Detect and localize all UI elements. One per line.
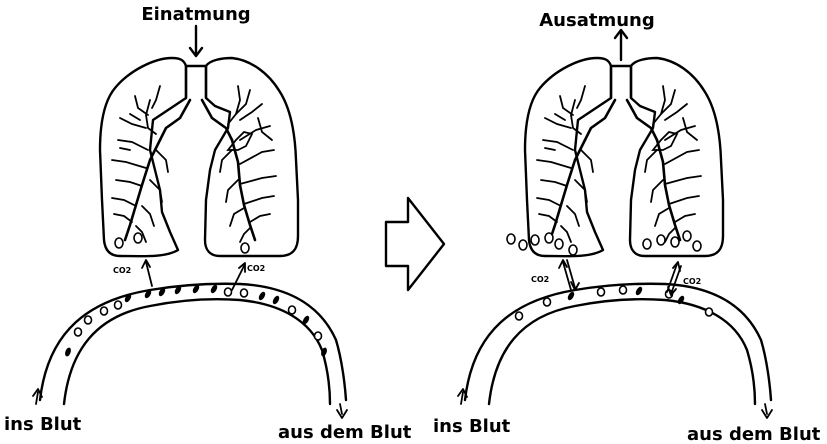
co2-label: CO2 <box>113 266 131 275</box>
blood-out-label: aus dem Blut <box>687 424 821 444</box>
co2-label: CO2 <box>683 277 701 286</box>
left-lungs-illustration <box>100 58 298 256</box>
right-alveolus-bubbles <box>507 231 701 255</box>
blood-out-arrow-icon <box>762 404 772 418</box>
transition-arrow-icon <box>386 198 444 290</box>
blood-out-label: aus dem Blut <box>278 422 412 443</box>
left-blood-cells <box>65 285 327 357</box>
inhale-arrow-icon <box>190 26 202 56</box>
inhalation-label: Einatmung <box>141 4 250 25</box>
blood-in-label: ins Blut <box>4 414 82 435</box>
right-lungs-illustration <box>525 58 723 256</box>
alveolus-bubble <box>115 238 123 248</box>
left-panel-inhalation: Einatmung <box>4 4 412 443</box>
blood-out-arrow-icon <box>337 404 347 418</box>
left-blood-vessel <box>40 284 346 404</box>
alveolus-bubble <box>134 233 142 243</box>
alveolus-bubble <box>241 243 249 253</box>
co2-label: CO2 <box>531 275 549 284</box>
exhalation-label: Ausatmung <box>539 10 654 31</box>
exhale-arrow-icon <box>615 30 627 60</box>
right-panel-exhalation: Ausatmung CO2 CO2 <box>433 10 821 444</box>
co2-label: CO2 <box>247 264 265 273</box>
blood-in-label: ins Blut <box>433 416 511 437</box>
right-blood-vessel <box>465 284 771 404</box>
